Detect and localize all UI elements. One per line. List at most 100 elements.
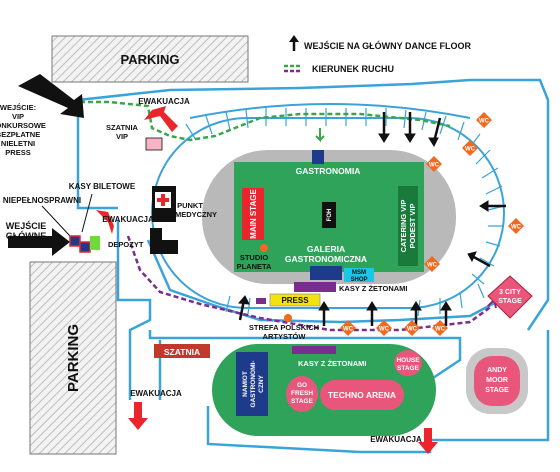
strefa-label-1: STREFA POLSKICH [249, 323, 319, 332]
evac-bottom-left-label: EWAKUACJA [130, 389, 182, 398]
svg-text:CZNY: CZNY [258, 374, 265, 392]
svg-text:PUNKT: PUNKT [177, 201, 203, 210]
wc-marker: WC [432, 320, 448, 336]
green-flow-arrow-icon [315, 128, 325, 143]
svg-text:FRESH: FRESH [291, 390, 313, 397]
entrance-arrow-icon [428, 117, 442, 148]
szatnia-box [154, 344, 210, 358]
kasy-biletowe-label: KASY BILETOWE [69, 182, 136, 191]
galeria-bottom-marker [310, 266, 342, 280]
svg-text:HOUSE: HOUSE [396, 357, 420, 364]
svg-text:3 CITY: 3 CITY [499, 289, 521, 296]
entrance-arrow-icon [479, 200, 506, 212]
svg-text:SZATNIA: SZATNIA [106, 123, 139, 132]
kasy-biletowe-pointer [81, 193, 93, 233]
ticket-booths [69, 235, 91, 253]
depozyt-label: DEPOZYT [108, 240, 144, 249]
wc-label: WC [379, 327, 390, 333]
evac-top-arrow-icon [144, 106, 178, 132]
svg-text:VIP: VIP [12, 112, 24, 121]
entrance-arrow-icon [237, 295, 250, 321]
main-stage-label: MAIN STAGE [249, 189, 258, 239]
wc-marker: WC [426, 156, 442, 172]
entrance-arrow-icon [289, 35, 299, 51]
wc-label: WC [511, 225, 522, 231]
andy-moor-stage: ANDY MOOR STAGE [466, 348, 528, 414]
galeria-label-1: GALERIA [307, 244, 345, 254]
strefa-label-2: ARTYSTÓW [263, 332, 307, 341]
techno-arena-label: TECHNO ARENA [328, 390, 396, 400]
galeria-label-2: GASTRONOMICZNA [285, 254, 367, 264]
svg-text:VIP: VIP [116, 132, 128, 141]
svg-text:WEJŚCIE:: WEJŚCIE: [0, 103, 36, 112]
namiot-gastronomiczny [236, 352, 268, 416]
kasy-zetonami-booth-1 [294, 282, 336, 292]
wc-marker: WC [462, 140, 478, 156]
svg-text:GO: GO [297, 382, 307, 389]
svg-text:STUDIO: STUDIO [240, 253, 269, 262]
catering-label-1: CATERING VIP [399, 200, 408, 253]
entrance-arrow-icon [318, 301, 330, 326]
legend-entrance-label: WEJŚCIE NA GŁÓWNY DANCE FLOOR [304, 40, 472, 51]
svg-text:BEZPŁATNE: BEZPŁATNE [0, 130, 40, 139]
entrance-arrow-icon [467, 251, 491, 268]
gastronomia-label: GASTRONOMIA [296, 166, 361, 176]
press-box [269, 293, 321, 307]
go-fresh-stage [286, 376, 318, 412]
studio-planeta: STUDIO PLANETA [237, 244, 272, 271]
svg-text:MOOR: MOOR [486, 377, 508, 384]
press-label: PRESS [281, 296, 309, 305]
main-entrance-arrow-icon [8, 228, 70, 256]
green-flow-route [80, 100, 451, 142]
svg-text:STAGE: STAGE [498, 298, 522, 305]
wc-marker: WC [376, 320, 392, 336]
purple-flow-route [126, 235, 493, 332]
entrance-arrow-icon [378, 112, 390, 143]
svg-text:STAGE: STAGE [485, 387, 509, 394]
evac-top-label: EWAKUACJA [138, 97, 190, 106]
punkt-medyczny: PUNKT MEDYCZNY [150, 186, 217, 254]
catering-label-2: PODEST VIP [408, 203, 417, 248]
wc-marker: WC [404, 320, 420, 336]
kasy-zetonami-label-2: KASY Z ŻETONAMI [298, 359, 366, 368]
wejscie-glowne-label-2: GŁÓWNE [6, 230, 47, 241]
legend: WEJŚCIE NA GŁÓWNY DANCE FLOOR KIERUNEK R… [284, 35, 472, 74]
entrance-arrow-icon [404, 112, 416, 143]
svg-text:KONKURSOWE: KONKURSOWE [0, 121, 46, 130]
entrance-arrow-icon [366, 301, 378, 326]
vip-entrance-arrow-icon [18, 74, 84, 118]
festival-zone: NAMIOT GASTRONOMI- CZNY KASY Z ŻETONAMI … [212, 344, 436, 436]
evac-left-arrow-icon [96, 210, 114, 234]
msm-label-1: MSM [352, 270, 366, 276]
main-stage [242, 188, 264, 240]
svg-text:NIELETNI: NIELETNI [1, 139, 35, 148]
szatnia-label: SZATNIA [164, 347, 200, 357]
kasy-zetonami-label-1: KASY Z ŻETONAMI [339, 284, 407, 293]
wc-label: WC [465, 147, 476, 153]
wc-label: WC [429, 163, 440, 169]
svg-text:ANDY: ANDY [487, 367, 507, 374]
house-stage [394, 350, 422, 376]
entrance-arrows [237, 112, 506, 326]
parking-left-label: PARKING [65, 324, 82, 392]
catering-vip [398, 186, 418, 266]
svg-text:PRESS: PRESS [5, 148, 30, 157]
wc-label: WC [479, 119, 490, 125]
entrance-arrow-icon [410, 301, 422, 326]
evac-bottom-right-arrow-icon [418, 428, 438, 454]
svg-text:NAMIOT: NAMIOT [242, 371, 249, 397]
niepelnosprawni-label: NIEPEŁNOSPRAWNI [3, 196, 81, 205]
gastronomia-top-marker [312, 150, 324, 164]
3-city-stage: 3 CITY STAGE [487, 275, 533, 319]
niepelnosprawni-pointer [41, 205, 71, 237]
wc-marker: WC [424, 256, 440, 272]
svg-text:GASTRONOMI-: GASTRONOMI- [250, 361, 257, 408]
perimeter-routes [76, 78, 550, 454]
press-side-marker [256, 298, 266, 304]
svg-text:STAGE: STAGE [291, 398, 314, 405]
evac-bottom-left-arrow-icon [128, 402, 148, 430]
wc-label: WC [407, 327, 418, 333]
kasy-zetonami-booth-2 [292, 346, 336, 354]
parking-top-label: PARKING [121, 52, 180, 67]
